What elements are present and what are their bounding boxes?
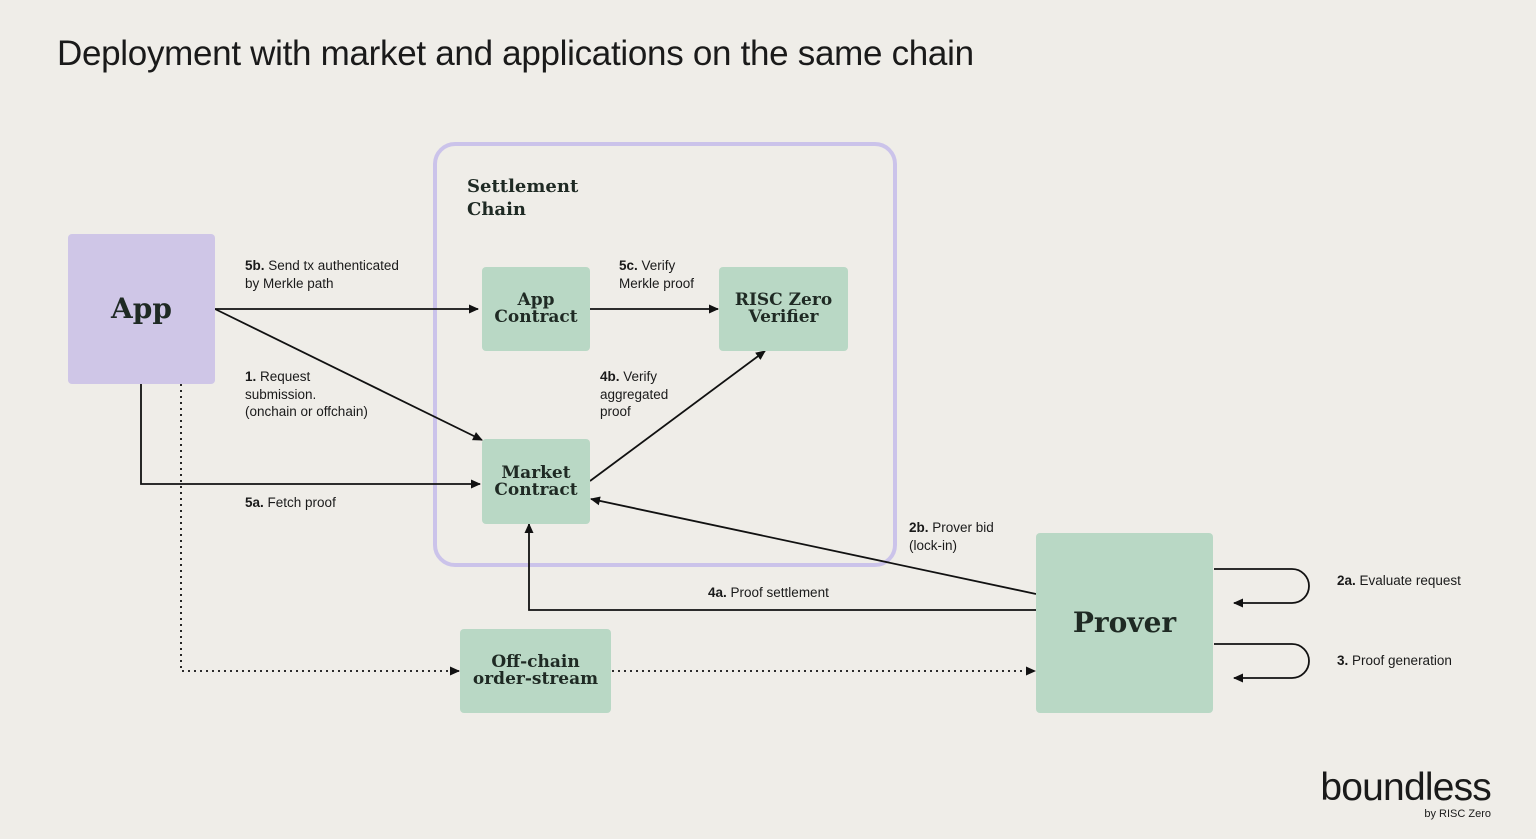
edge-2a-loop (1214, 568, 1310, 608)
edge-label-5a: 5a. Fetch proof (245, 495, 336, 510)
node-offchain-order-stream: Off-chain order-stream (460, 629, 611, 713)
node-risc-zero-verifier: RISC Zero Verifier (719, 267, 848, 351)
node-app: App (68, 234, 215, 384)
edge-label-5b: 5b. Send tx authenticated by Merkle path (245, 258, 399, 291)
edge-label-2b: 2b. Prover bid (lock-in) (909, 520, 994, 553)
node-market-contract: Market Contract (482, 439, 590, 524)
edge-label-1: 1. Request submission. (onchain or offch… (245, 369, 368, 419)
edge-5a-line (140, 384, 481, 489)
edge-label-3: 3. Proof generation (1337, 653, 1452, 668)
logo-wordmark: boundless (1320, 766, 1491, 809)
edge-1-line (214, 308, 483, 441)
node-prover: Prover (1036, 533, 1213, 713)
logo-byline: by RISC Zero (1424, 808, 1491, 820)
settlement-chain-group (433, 142, 897, 567)
edge-4a-line (524, 523, 1036, 611)
edge-label-4b: 4b. Verify aggregated proof (600, 369, 669, 419)
edge-label-5c: 5c. Verify Merkle proof (619, 258, 695, 291)
boundless-logo: boundless by RISC Zero (1320, 766, 1491, 820)
edge-3-loop (1214, 643, 1310, 683)
edge-offchain-line (180, 384, 460, 676)
settlement-chain-label: Settlement Chain (467, 176, 579, 220)
edge-2b-line (590, 496, 1037, 595)
page-title: Deployment with market and applications … (57, 34, 974, 73)
edge-label-4a: 4a. Proof settlement (708, 585, 829, 600)
node-app-contract: App Contract (482, 267, 590, 351)
edge-4b-line (589, 350, 766, 482)
edge-label-2a: 2a. Evaluate request (1337, 573, 1461, 588)
